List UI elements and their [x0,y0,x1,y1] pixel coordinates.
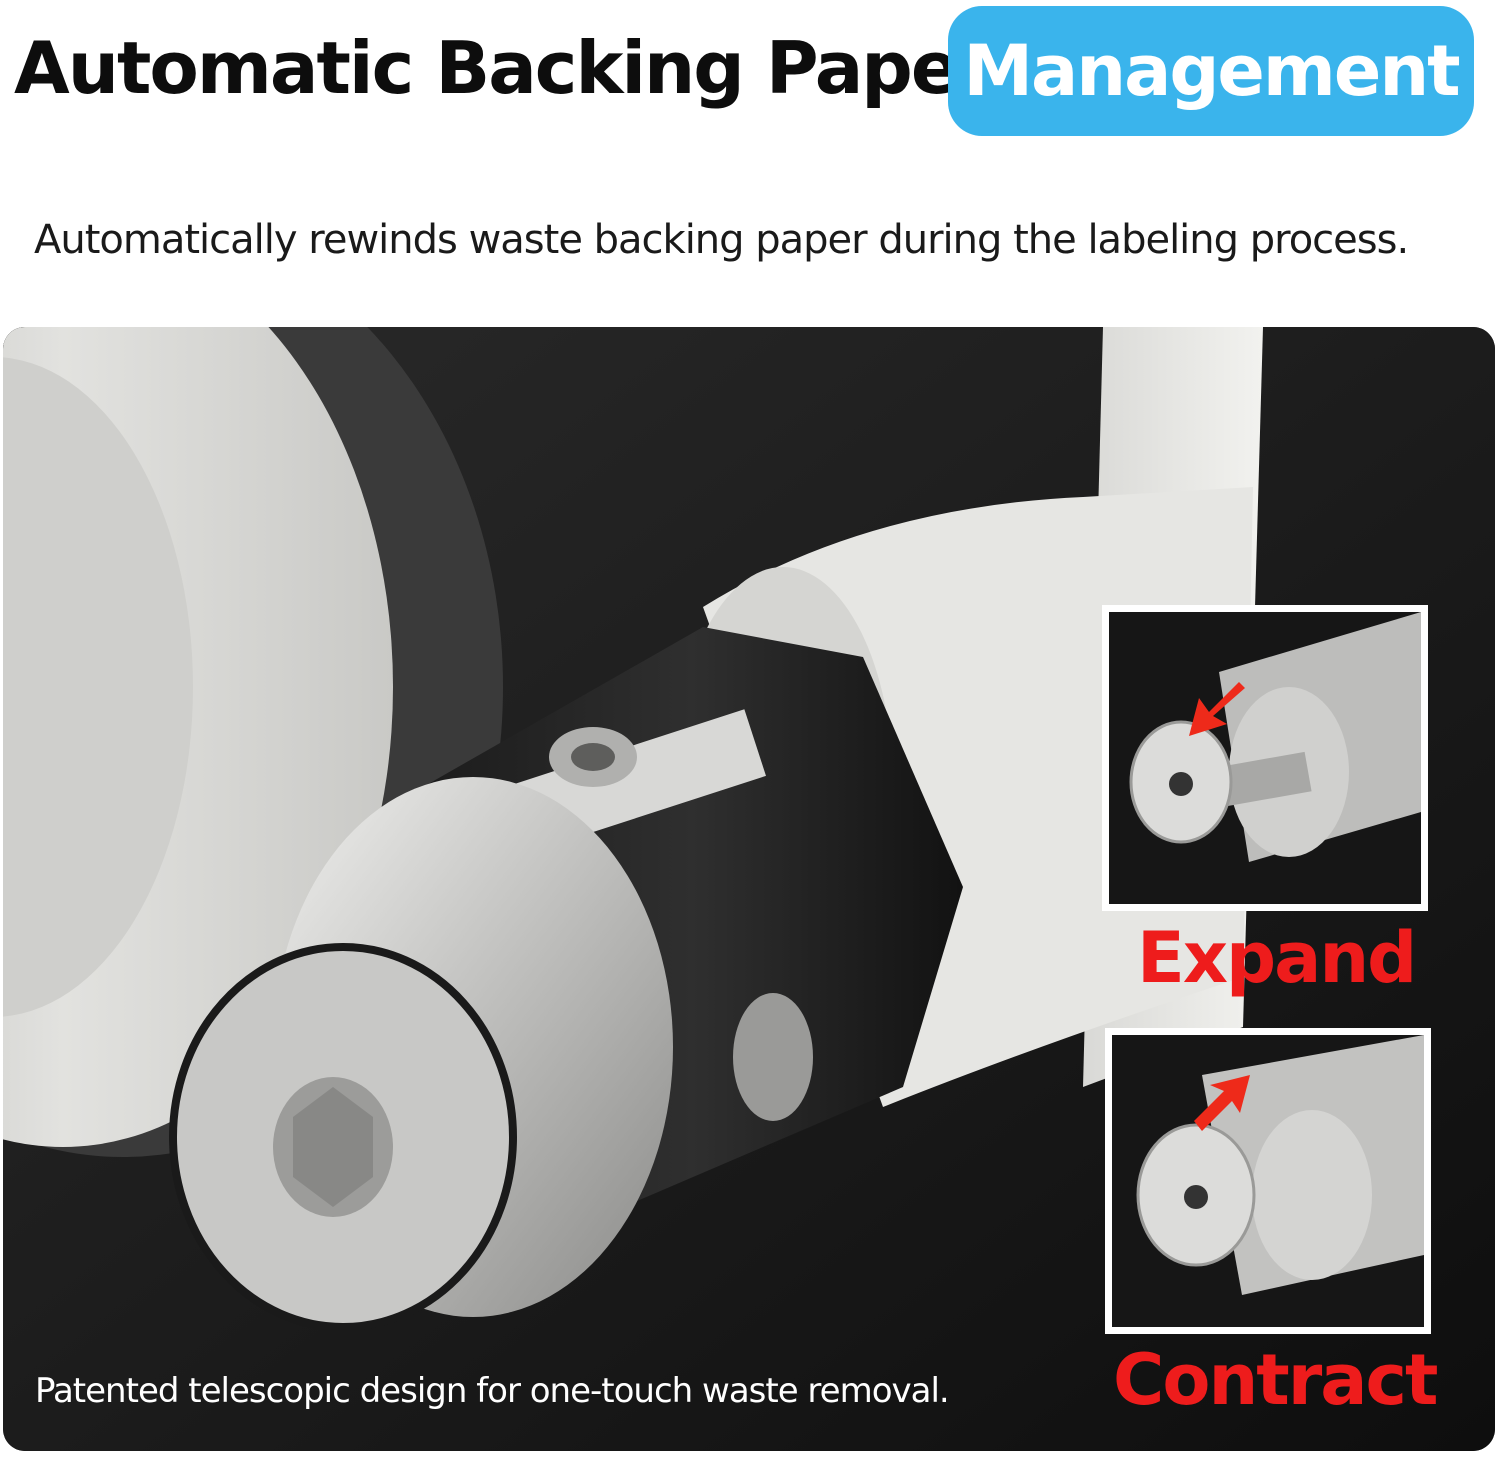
page-subtitle: Automatically rewinds waste backing pape… [34,217,1409,263]
product-photo: Expand Contract Patented telescopic desi… [3,327,1495,1451]
expand-label: Expand [1137,917,1417,999]
spindle-illustration [3,327,1495,1451]
expand-photo [1109,612,1421,904]
management-badge: Management [948,6,1474,136]
contract-photo [1112,1035,1424,1327]
expand-inset [1102,605,1428,911]
contract-inset [1105,1028,1431,1334]
photo-caption: Patented telescopic design for one-touch… [35,1371,950,1411]
badge-label: Management [963,30,1460,112]
page-title: Automatic Backing Paper [14,26,993,110]
contract-label: Contract [1113,1339,1438,1421]
header: Automatic Backing Paper Management Autom… [0,0,1500,320]
